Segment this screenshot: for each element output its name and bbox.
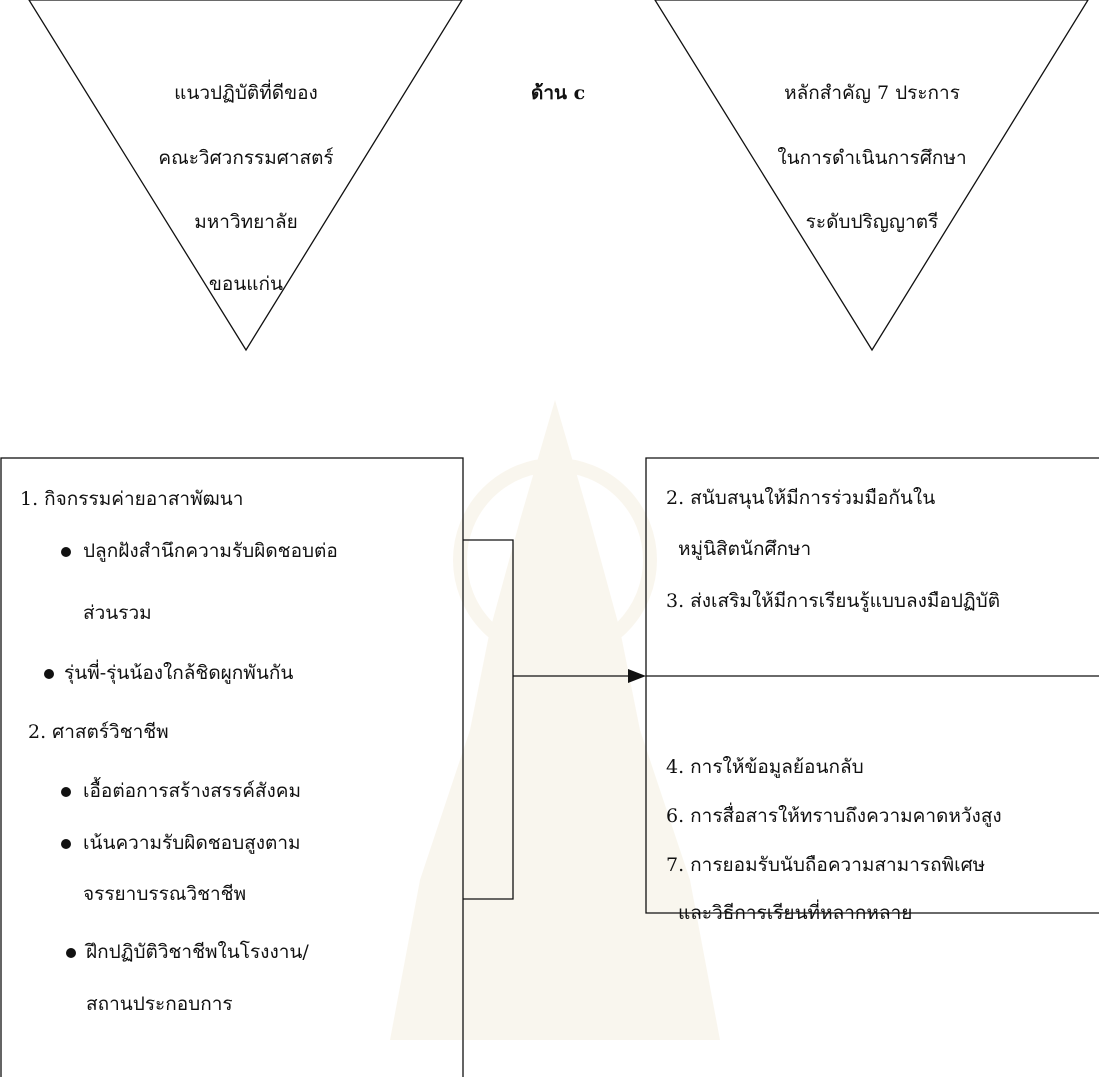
left-triangle-line-3: มหาวิทยาลัย xyxy=(194,211,298,233)
bullet-icon xyxy=(61,547,71,557)
arrow-head xyxy=(628,669,646,683)
right-bottom-item-1: 4. การให้ข้อมูลย้อนกลับ xyxy=(666,756,864,778)
left-item-1-bullet-1-cont: ส่วนรวม xyxy=(83,602,152,624)
right-top-item-1-cont: หมู่นิสิตนักศึกษา xyxy=(678,538,812,560)
right-top-item-2: 3. ส่งเสริมให้มีการเรียนรู้แบบลงมือปฏิบั… xyxy=(666,590,1001,612)
left-item-2-bullet-3: ฝึกปฏิบัติวิชาชีพในโรงงาน/ xyxy=(86,941,309,963)
bullet-icon xyxy=(44,669,54,679)
left-item-1-title: 1. กิจกรรมค่ายอาสาพัฒนา xyxy=(20,488,244,510)
right-bottom-item-2: 6. การสื่อสารให้ทราบถึงความคาดหวังสูง xyxy=(666,805,1002,827)
right-top-item-1: 2. สนับสนุนให้มีการร่วมมือกันใน xyxy=(666,487,936,509)
right-triangle-line-1: หลักสำคัญ 7 ประการ xyxy=(784,82,960,104)
left-item-1-bullet-1: ปลูกฝังสำนึกความรับผิดชอบต่อ xyxy=(83,540,338,562)
left-box xyxy=(0,457,464,1077)
bullet-icon xyxy=(61,839,71,849)
right-triangle xyxy=(654,0,1089,352)
right-box-top xyxy=(645,457,1099,677)
bullet-icon xyxy=(61,787,71,797)
left-item-2-title: 2. ศาสตร์วิชาชีพ xyxy=(28,721,169,743)
right-box-bottom xyxy=(645,676,1099,914)
left-triangle xyxy=(28,0,463,352)
left-triangle-line-4: ขอนแก่น xyxy=(208,273,284,295)
left-triangle-line-1: แนวปฏิบัติที่ดีของ xyxy=(174,82,318,104)
right-triangle-line-3: ระดับปริญญาตรี xyxy=(805,211,939,233)
left-item-2-bullet-2-cont: จรรยาบรรณวิชาชีพ xyxy=(83,883,247,905)
right-triangle-line-2: ในการดำเนินการศึกษา xyxy=(777,147,967,169)
connector-bracket xyxy=(463,539,514,900)
right-bottom-item-3-cont: และวิธีการเรียนที่หลากหลาย xyxy=(678,902,913,924)
left-triangle-line-2: คณะวิศวกรรมศาสตร์ xyxy=(158,147,334,169)
watermark-seal xyxy=(390,400,720,1040)
left-item-2-bullet-2: เน้นความรับผิดชอบสูงตาม xyxy=(83,832,301,854)
left-item-1-bullet-2: รุ่นพี่-รุ่นน้องใกล้ชิดผูกพันกัน xyxy=(64,662,294,684)
bullet-icon xyxy=(66,948,76,958)
left-item-2-bullet-3-cont: สถานประกอบการ xyxy=(86,993,233,1015)
left-item-2-bullet-1: เอื้อต่อการสร้างสรรค์สังคม xyxy=(83,780,302,802)
right-bottom-item-3: 7. การยอมรับนับถือความสามารถพิเศษ xyxy=(666,854,986,876)
heading-label: ด้าน c xyxy=(531,82,586,104)
